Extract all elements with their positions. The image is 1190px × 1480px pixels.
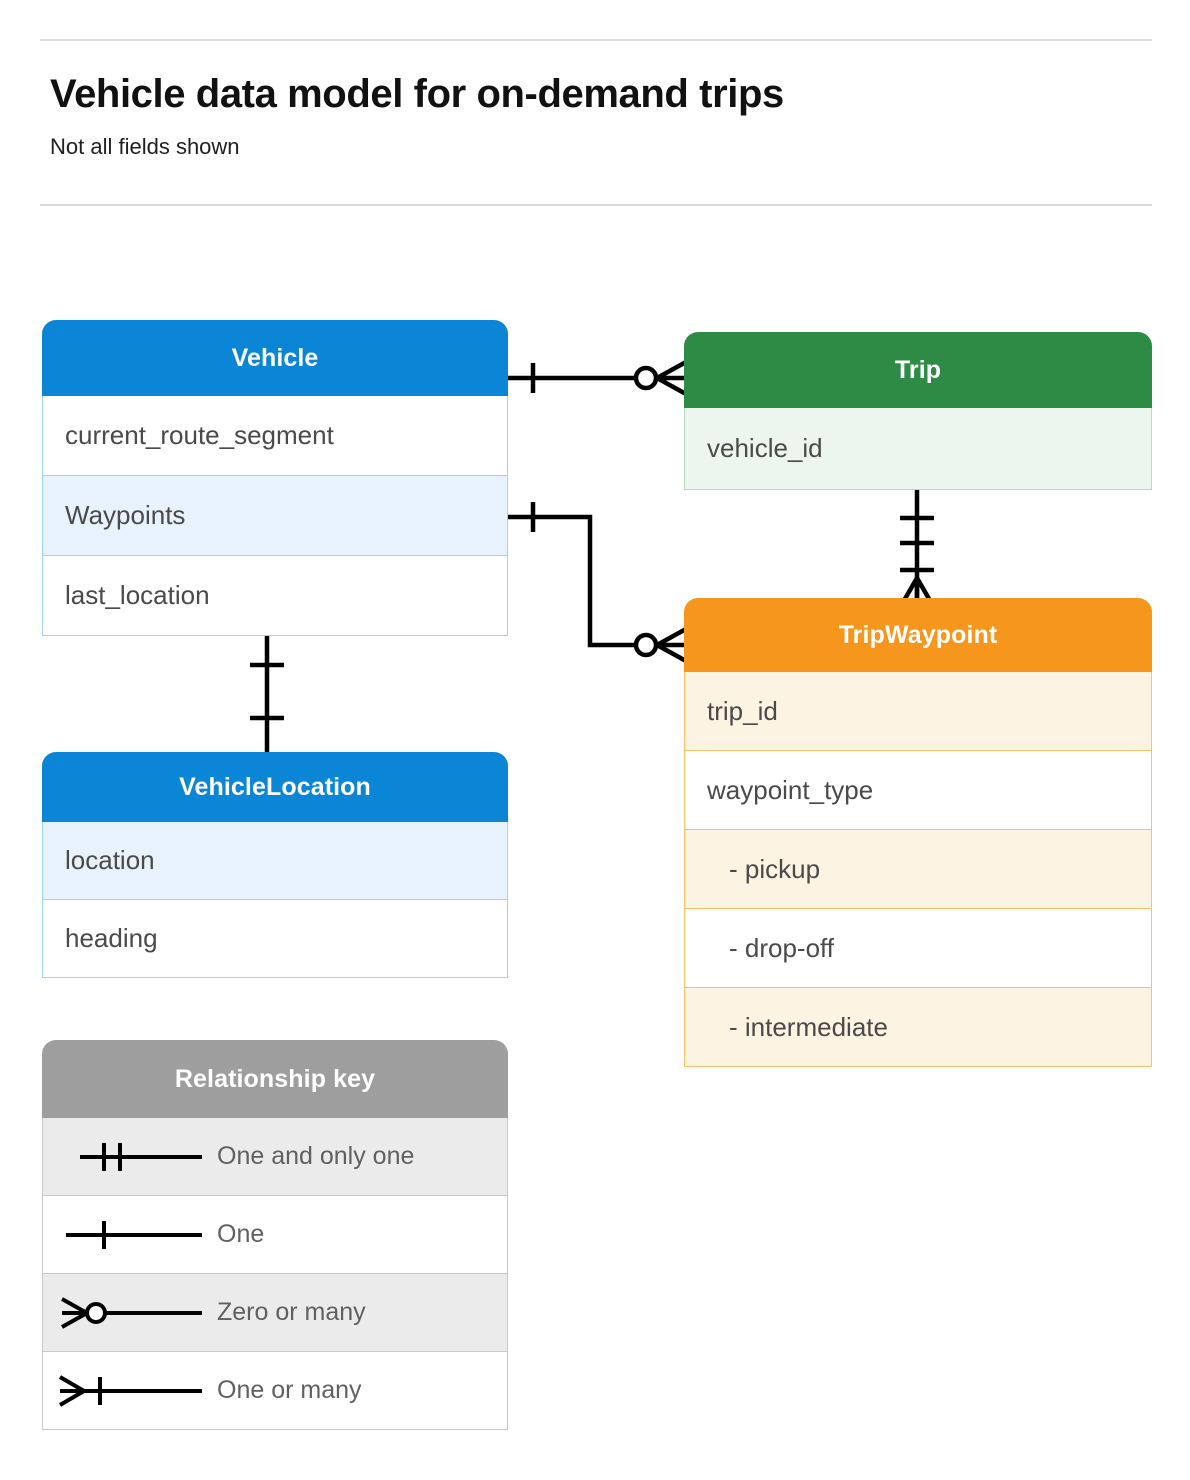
legend-row-one: One bbox=[42, 1196, 508, 1274]
connector-vehicle-trip-zero-circle bbox=[633, 365, 659, 391]
entity-tripwaypoint-title: TripWaypoint bbox=[684, 598, 1152, 672]
connector-waypoints-crow-top bbox=[655, 627, 688, 647]
entity-tripwaypoint-field-pickup[interactable]: - pickup bbox=[684, 830, 1152, 909]
entity-tripwaypoint-field-waypoint-type[interactable]: waypoint_type bbox=[684, 751, 1152, 830]
page-title: Vehicle data model for on-demand trips bbox=[50, 72, 784, 116]
one-or-many-icon bbox=[43, 1352, 211, 1429]
entity-trip-title: Trip bbox=[684, 332, 1152, 408]
entity-trip-field-vehicle-id[interactable]: vehicle_id bbox=[684, 408, 1152, 490]
entity-vehicle-field-current-route-segment[interactable]: current_route_segment bbox=[42, 396, 508, 476]
legend-relationship-key: Relationship key One and only one bbox=[42, 1040, 508, 1430]
entity-vehicle[interactable]: Vehicle current_route_segment Waypoints … bbox=[42, 320, 508, 636]
entity-tripwaypoint-field-intermediate[interactable]: - intermediate bbox=[684, 988, 1152, 1067]
entity-vehiclelocation-title: VehicleLocation bbox=[42, 752, 508, 822]
entity-trip[interactable]: Trip vehicle_id bbox=[684, 332, 1152, 490]
entity-vehiclelocation[interactable]: VehicleLocation location heading bbox=[42, 752, 508, 978]
connector-waypoints-tripwaypoint-path bbox=[508, 514, 648, 648]
entity-tripwaypoint-field-drop-off[interactable]: - drop-off bbox=[684, 909, 1152, 988]
divider-top bbox=[40, 39, 1152, 41]
divider-under-title bbox=[40, 204, 1152, 206]
legend-row-one-and-only-one: One and only one bbox=[42, 1118, 508, 1196]
legend-label-one-or-many: One or many bbox=[217, 1376, 362, 1404]
zero-or-many-icon bbox=[43, 1274, 211, 1351]
legend-title: Relationship key bbox=[42, 1040, 508, 1118]
connector-vehicle-trip-crow-top bbox=[655, 360, 688, 380]
entity-vehicle-field-last-location[interactable]: last_location bbox=[42, 556, 508, 636]
entity-tripwaypoint-field-trip-id[interactable]: trip_id bbox=[684, 672, 1152, 751]
legend-row-zero-or-many: Zero or many bbox=[42, 1274, 508, 1352]
entity-tripwaypoint[interactable]: TripWaypoint trip_id waypoint_type - pic… bbox=[684, 598, 1152, 1067]
legend-row-one-or-many: One or many bbox=[42, 1352, 508, 1430]
legend-label-zero-or-many: Zero or many bbox=[217, 1298, 366, 1326]
one-and-only-one-icon bbox=[43, 1118, 211, 1195]
entity-vehiclelocation-field-heading[interactable]: heading bbox=[42, 900, 508, 978]
one-icon bbox=[43, 1196, 211, 1273]
entity-vehicle-title: Vehicle bbox=[42, 320, 508, 396]
connector-vehicle-trip-crow-bot bbox=[655, 376, 688, 396]
entity-vehicle-field-waypoints[interactable]: Waypoints bbox=[42, 476, 508, 556]
entity-vehiclelocation-field-location[interactable]: location bbox=[42, 822, 508, 900]
connector-waypoints-zero-circle bbox=[633, 632, 659, 658]
page-subtitle: Not all fields shown bbox=[50, 134, 240, 159]
legend-label-one-and-only-one: One and only one bbox=[217, 1142, 415, 1170]
legend-label-one: One bbox=[217, 1220, 265, 1248]
connector-waypoints-crow-bot bbox=[655, 643, 688, 663]
